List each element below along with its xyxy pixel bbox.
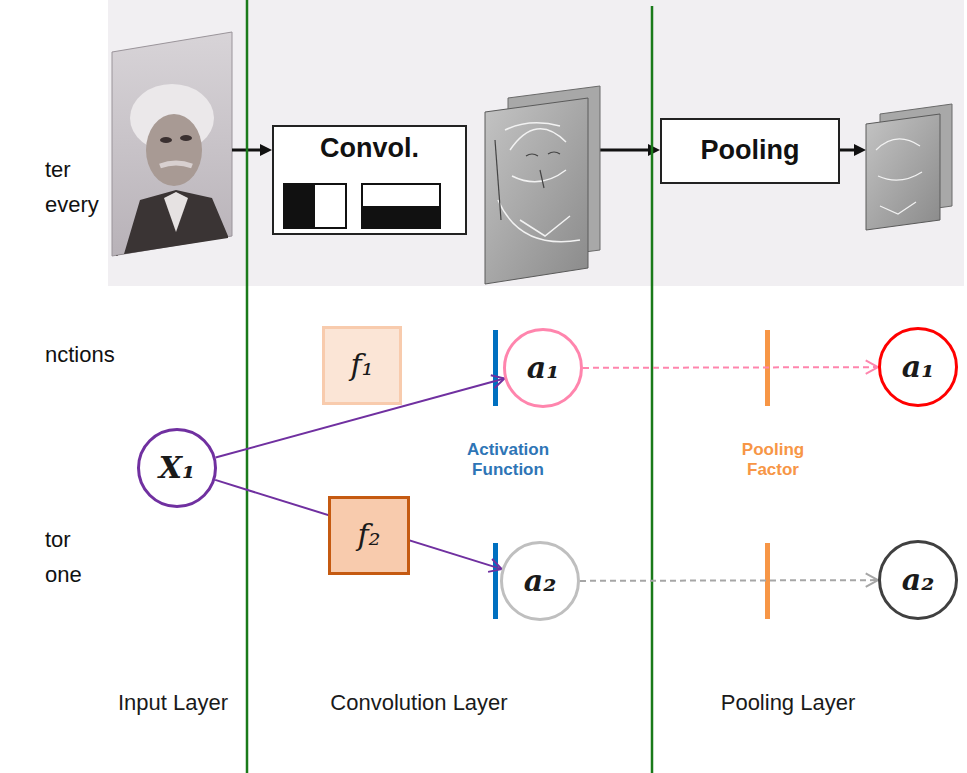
connector-line xyxy=(583,366,878,369)
input-neuron: X₁ xyxy=(137,428,217,508)
layer-label: Pooling Layer xyxy=(668,690,908,716)
image-band xyxy=(108,0,964,286)
layer-label: Convolution Layer xyxy=(269,690,569,716)
filter-box: f₂ xyxy=(328,496,410,575)
filter-icon xyxy=(284,184,440,228)
activation-neuron: a₁ xyxy=(503,328,583,408)
layer-label: Input Layer xyxy=(73,690,273,716)
pooled-neuron: a₂ xyxy=(878,540,958,620)
activation-neuron: a₂ xyxy=(500,541,580,621)
node-text: X₁ xyxy=(159,451,195,486)
cut-text: ter xyxy=(45,157,125,183)
operation-box: Convol. xyxy=(272,125,467,235)
filter-box: f₁ xyxy=(322,326,402,405)
layer-divider xyxy=(246,0,249,773)
pooled-map xyxy=(866,104,952,230)
activation-label: Activation Function xyxy=(452,440,564,481)
pooling-label: Pooling Factor xyxy=(731,440,815,481)
input-photo xyxy=(112,32,232,256)
node-text: a₁ xyxy=(527,351,560,386)
cut-text: one xyxy=(45,562,125,588)
node-text: Pooling xyxy=(701,135,800,166)
operation-box: Pooling xyxy=(660,118,840,184)
layer-divider xyxy=(651,6,654,773)
box-ground xyxy=(660,118,840,184)
node-text: a₂ xyxy=(902,563,935,598)
cut-text: tor xyxy=(45,527,125,553)
connector xyxy=(580,573,878,586)
pooled-neuron: a₁ xyxy=(878,327,958,407)
cut-text: nctions xyxy=(45,342,133,368)
activation-bar xyxy=(493,330,498,406)
node-text: Convol. xyxy=(320,133,419,164)
node-text: f₁ xyxy=(350,348,373,383)
cut-text: every xyxy=(45,192,125,218)
arrowhead xyxy=(866,573,878,586)
connector-line xyxy=(580,579,878,582)
activation-bar xyxy=(493,543,498,619)
arrowhead xyxy=(866,360,878,373)
arrowhead xyxy=(488,559,502,572)
node-text: a₁ xyxy=(902,350,935,385)
feature-map xyxy=(485,86,600,284)
arrowhead xyxy=(491,375,505,388)
box-ground xyxy=(272,125,467,235)
node-text: a₂ xyxy=(524,564,557,599)
connector xyxy=(583,360,878,373)
node-text: f₂ xyxy=(357,518,380,553)
